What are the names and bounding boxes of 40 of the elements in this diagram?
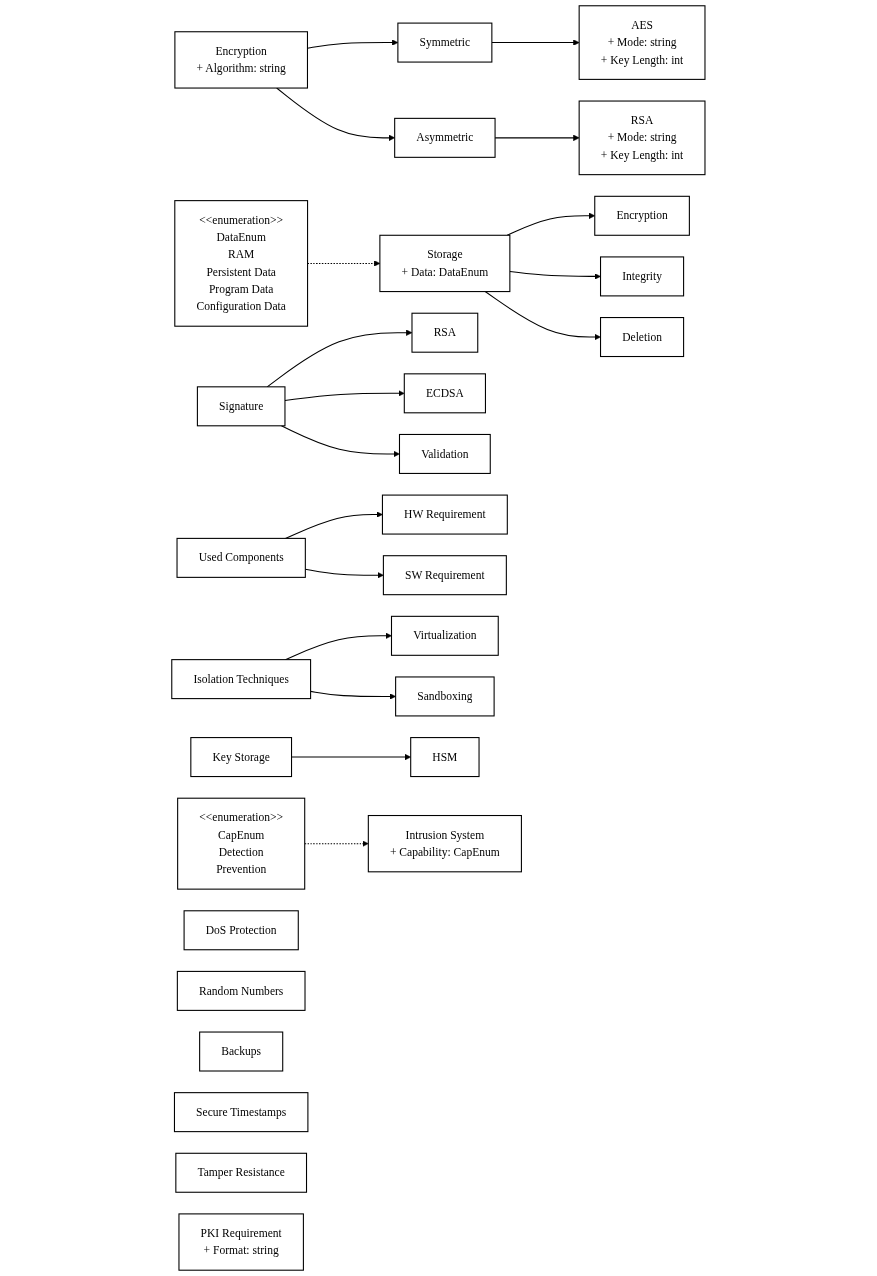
node-box: Integrity: [600, 256, 685, 297]
arrow: [266, 329, 413, 388]
node-box: Isolation Techniques: [171, 659, 312, 700]
arrow: [280, 425, 400, 458]
arrow: [285, 511, 383, 539]
node-box: Secure Timestamps: [174, 1092, 309, 1133]
node-box: Used Components: [176, 537, 306, 578]
node-box: <<enumeration>> CapEnum Detection Prevention: [177, 797, 306, 890]
node-box: Asymmetric: [394, 117, 496, 158]
arrow: [509, 270, 601, 280]
node-box: Validation: [399, 433, 491, 474]
arrow: [304, 840, 369, 847]
node-box: Signature: [197, 386, 286, 427]
node-box: HW Requirement: [382, 494, 508, 535]
node-box: Symmetric: [397, 22, 493, 63]
node-box: Storage + Data: DataEnum: [379, 234, 511, 293]
node-box: Virtualization: [391, 615, 499, 656]
node-box: Encryption: [594, 195, 691, 236]
arrow: [491, 39, 580, 46]
arrow: [484, 291, 601, 341]
node-box: Encryption + Algorithm: string: [174, 31, 309, 89]
node-box: Backups: [199, 1031, 284, 1072]
node-box: AES + Mode: string + Key Length: int: [578, 5, 706, 80]
arrow: [285, 632, 392, 661]
node-box: <<enumeration>> DataEnum RAM Persistent Data Program Data Configuration Data: [174, 200, 309, 327]
node-box: Sandboxing: [395, 676, 495, 717]
node-box: ECDSA: [403, 373, 487, 414]
node-box: RSA + Mode: string + Key Length: int: [578, 100, 706, 176]
node-box: PKI Requirement + Format: string: [178, 1213, 305, 1271]
node-box: SW Requirement: [382, 555, 507, 596]
node-box: Key Storage: [190, 737, 293, 778]
node-box: Deletion: [600, 317, 685, 358]
arrow: [307, 260, 381, 267]
node-box: Intrusion System + Capability: CapEnum: [367, 815, 523, 873]
node-box: HSM: [410, 737, 480, 778]
node-box: RSA: [411, 312, 479, 353]
node-box: Random Numbers: [176, 970, 306, 1011]
node-box: Tamper Resistance: [175, 1152, 308, 1193]
node-box: DoS Protection: [183, 910, 299, 951]
arrow: [307, 39, 399, 49]
